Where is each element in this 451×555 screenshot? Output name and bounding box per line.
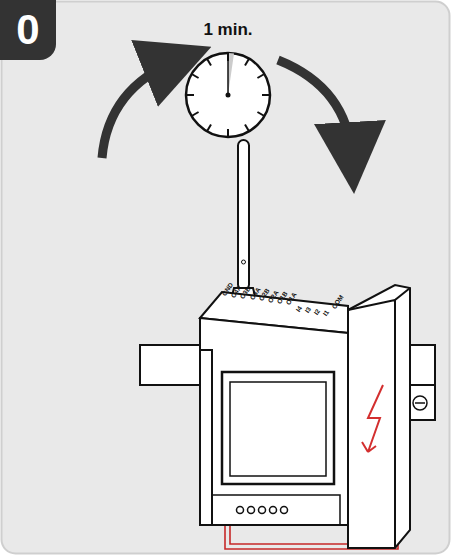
antenna — [231, 140, 256, 300]
step-badge: 0 — [0, 0, 56, 60]
controller-device — [200, 292, 348, 525]
time-label: 1 min. — [203, 20, 252, 40]
lightning-symbol — [362, 385, 383, 452]
right-arrow — [278, 60, 352, 158]
step-number: 0 — [16, 9, 39, 51]
power-supply — [348, 285, 410, 548]
clock — [186, 53, 270, 137]
terminal-holes — [237, 507, 288, 514]
left-arrow — [102, 60, 178, 158]
